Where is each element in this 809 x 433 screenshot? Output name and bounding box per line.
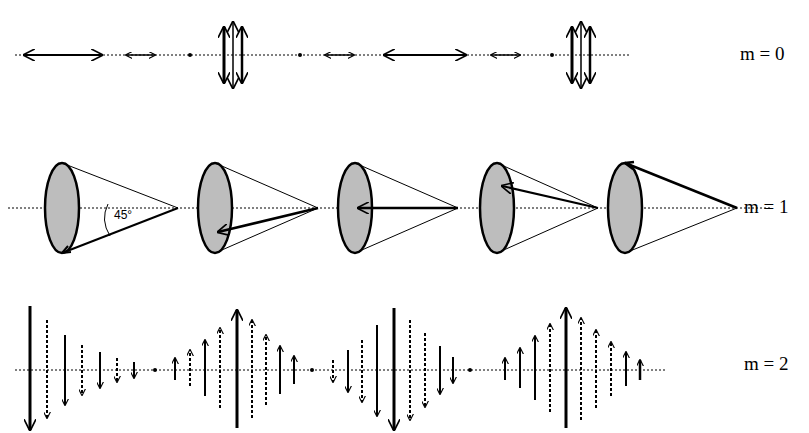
m0-row (15, 22, 630, 88)
row-label: m = 1 (744, 197, 789, 218)
m1-row (8, 162, 770, 253)
angle-label: 45° (113, 209, 133, 222)
row-label: m = 0 (740, 44, 785, 65)
row-label: m = 2 (744, 354, 789, 375)
m2-row (15, 306, 665, 430)
